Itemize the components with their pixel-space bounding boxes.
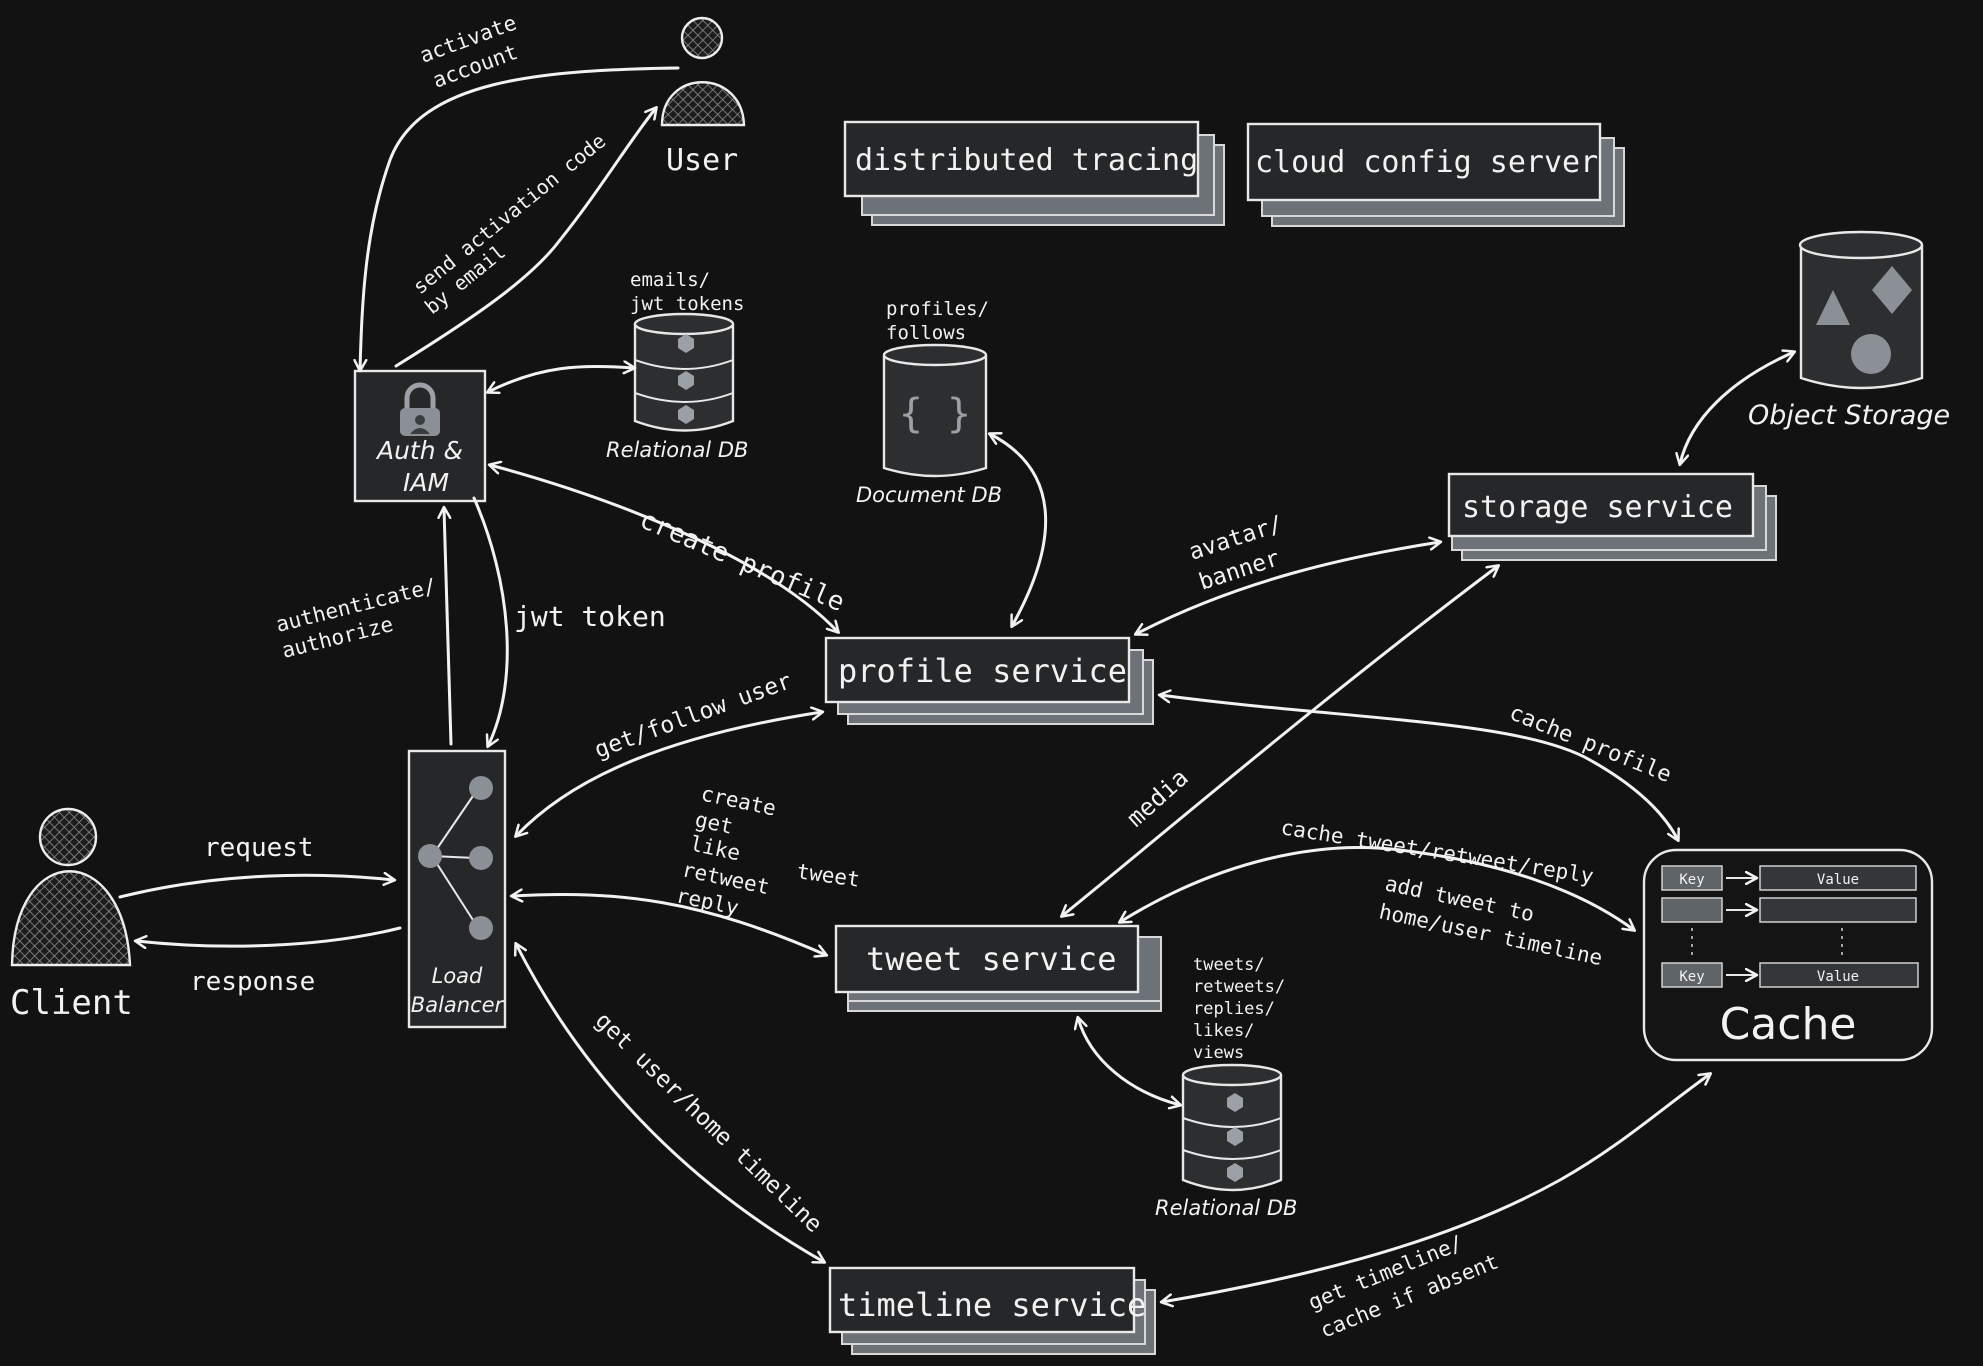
label-jwt-token: jwt token bbox=[514, 600, 666, 633]
cache-row-1: Key Value bbox=[1661, 865, 1917, 891]
auth-db-note-line2: jwt tokens bbox=[630, 293, 744, 315]
tweet-db-note-1: tweets/ bbox=[1193, 955, 1265, 975]
cache-row-2 bbox=[1661, 897, 1917, 923]
cache-value-1: Value bbox=[1817, 872, 1859, 888]
label-get-user-home-timeline: get user/home timeline bbox=[590, 1008, 827, 1238]
timeline-service-component[interactable]: timeline service bbox=[828, 1266, 1156, 1355]
label-cache-tweet: cache tweet/retweet/reply bbox=[1279, 815, 1595, 888]
document-db: profiles/ follows { } Document DB bbox=[856, 298, 1002, 507]
label-request: request bbox=[204, 833, 314, 863]
label-tweet-word: tweet bbox=[795, 859, 861, 892]
document-db-note-line1: profiles/ bbox=[886, 298, 989, 320]
network-nodes-icon bbox=[418, 776, 493, 940]
document-db-note-line2: follows bbox=[886, 322, 966, 344]
auth-db-note-line1: emails/ bbox=[630, 269, 710, 291]
load-balancer-label-line1: Load bbox=[432, 964, 483, 988]
auth-label-line1: Auth & bbox=[375, 436, 463, 465]
timeline-service-label: timeline service bbox=[838, 1286, 1146, 1324]
edge-media bbox=[1062, 566, 1498, 916]
label-response: response bbox=[190, 967, 315, 997]
edge-cache-profile bbox=[1160, 695, 1678, 840]
object-storage: Object Storage bbox=[1748, 230, 1950, 431]
user-actor: User bbox=[660, 16, 746, 178]
distributed-tracing-component[interactable]: distributed tracing bbox=[843, 120, 1225, 226]
storage-service-label: storage service bbox=[1462, 490, 1733, 525]
cloud-config-server-component[interactable]: cloud config server bbox=[1246, 122, 1625, 227]
edge-avatar-banner bbox=[1136, 542, 1440, 634]
edge-timeline-cache bbox=[1162, 1074, 1710, 1302]
circle-shape-icon bbox=[1851, 334, 1891, 374]
auth-relational-db: emails/ jwt tokens Relational DB bbox=[606, 269, 748, 462]
edge-request bbox=[118, 875, 394, 899]
profile-service-component[interactable]: profile service bbox=[824, 636, 1154, 725]
document-db-label: Document DB bbox=[856, 483, 1002, 507]
edge-create-profile bbox=[490, 465, 838, 632]
tweet-db-note-4: likes/ bbox=[1193, 1021, 1254, 1041]
tweet-db-note-2: retweets/ bbox=[1193, 977, 1285, 997]
auth-db-label: Relational DB bbox=[606, 438, 748, 462]
tweet-db-label: Relational DB bbox=[1155, 1196, 1297, 1220]
tweet-service-label: tweet service bbox=[866, 940, 1116, 978]
cache-component[interactable]: Key Value Key Value Cache bbox=[1642, 848, 1934, 1062]
object-storage-label: Object Storage bbox=[1748, 400, 1950, 431]
triangle-shape-icon bbox=[1816, 290, 1850, 325]
client-label: Client bbox=[10, 983, 133, 1023]
label-get-follow-user: get/follow user bbox=[591, 668, 795, 763]
cache-label: Cache bbox=[1720, 999, 1857, 1050]
tweet-relational-db: tweets/ retweets/ replies/ likes/ views … bbox=[1155, 955, 1297, 1220]
label-create-profile: create profile bbox=[635, 505, 848, 618]
diamond-shape-icon bbox=[1872, 266, 1912, 314]
braces-icon: { } bbox=[899, 391, 971, 437]
cloud-config-label: cloud config server bbox=[1255, 145, 1598, 180]
edge-tweet-db bbox=[1078, 1018, 1180, 1105]
cache-key-1: Key bbox=[1679, 872, 1704, 888]
edge-profile-docdb bbox=[990, 434, 1048, 626]
client-actor: Client bbox=[10, 807, 133, 1023]
tweet-db-note-3: replies/ bbox=[1193, 999, 1275, 1019]
user-label: User bbox=[666, 143, 738, 178]
auth-iam-component[interactable]: Auth & IAM bbox=[353, 369, 487, 503]
edge-get-follow-user bbox=[516, 712, 822, 836]
cache-value-3: Value bbox=[1817, 969, 1859, 985]
edge-activate-account bbox=[360, 66, 680, 370]
load-balancer-component[interactable]: Load Balancer bbox=[407, 749, 507, 1029]
edge-send-activation bbox=[394, 108, 656, 368]
cache-row-3: Key Value bbox=[1661, 962, 1919, 988]
auth-label-line2: IAM bbox=[403, 468, 449, 497]
tweet-db-note-5: views bbox=[1193, 1043, 1244, 1063]
lock-icon bbox=[400, 382, 440, 436]
profile-service-label: profile service bbox=[838, 652, 1127, 690]
edge-cache-tweet bbox=[1120, 846, 1634, 930]
edge-get-timeline bbox=[516, 944, 824, 1262]
label-media: media bbox=[1121, 763, 1193, 832]
edge-storage-object bbox=[1680, 352, 1794, 464]
edge-tweet-ops bbox=[512, 894, 826, 955]
load-balancer-label-line2: Balancer bbox=[411, 993, 505, 1017]
cache-key-3: Key bbox=[1679, 969, 1704, 985]
edge-auth-db bbox=[488, 366, 634, 392]
tweet-service-component[interactable]: tweet service bbox=[834, 924, 1162, 1012]
edge-response bbox=[136, 926, 402, 946]
distributed-tracing-label: distributed tracing bbox=[855, 143, 1198, 178]
edge-jwt-token bbox=[472, 496, 509, 746]
label-cache-profile: cache profile bbox=[1506, 700, 1675, 788]
edge-authenticate bbox=[444, 508, 453, 746]
storage-service-component[interactable]: storage service bbox=[1447, 472, 1777, 561]
